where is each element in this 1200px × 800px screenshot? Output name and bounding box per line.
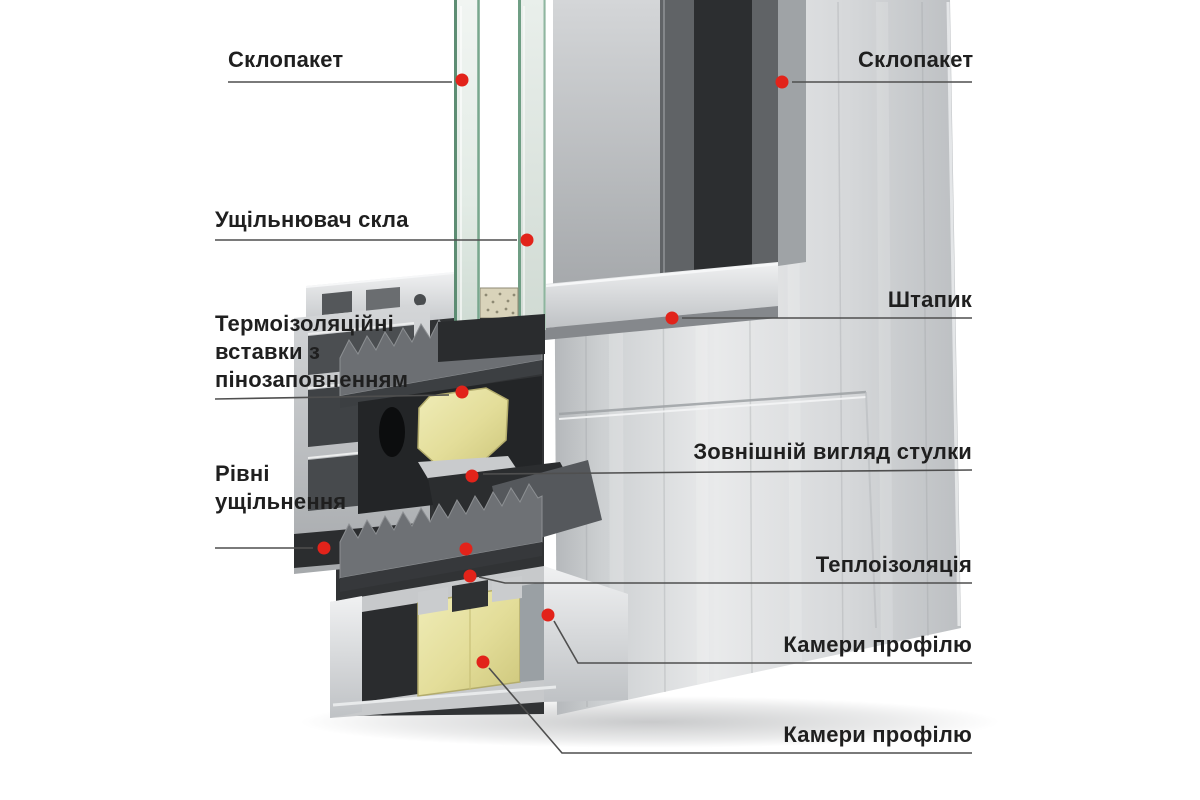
marker-seal-level-left <box>317 541 331 555</box>
profile-render <box>294 0 1000 748</box>
label-sklopaket-right: Склопакет <box>858 47 974 72</box>
leader-termo-vstavky <box>214 394 450 400</box>
bottom-chamber-dark <box>362 603 418 702</box>
label-termo-vstavky: Термоізоляційні вставки з пінозаповнення… <box>215 311 409 392</box>
frame-reveal-edge <box>778 0 806 266</box>
label-sklopaket-left: Склопакет <box>228 47 344 72</box>
label-kamery-profilyu-1: Камери профілю <box>783 632 972 657</box>
marker-foam-insert-top <box>455 385 469 399</box>
euro-groove-slot <box>379 407 405 457</box>
glass-pane-front <box>454 0 480 340</box>
marker-glazing-left <box>455 73 469 87</box>
bottom-tab <box>492 576 522 602</box>
glazing-bead-under-edge <box>545 306 778 340</box>
frame-gasket-band <box>694 0 752 272</box>
bottom-gasket-tab <box>452 580 488 612</box>
bottom-frame-cut <box>330 566 628 718</box>
marker-seal-level-center <box>459 542 473 556</box>
label-teploizolyatsiya: Теплоізоляція <box>815 552 972 577</box>
bottom-left-wall <box>330 596 362 718</box>
glass-seat-gasket <box>438 314 545 362</box>
spacer-desiccant-dots <box>484 292 516 315</box>
marker-glazing-right <box>775 75 789 89</box>
leader-kamery-2 <box>488 667 972 754</box>
sash-outline-groove <box>558 1 961 629</box>
frame-bottom-flange <box>544 566 628 702</box>
marker-dots <box>317 73 789 669</box>
label-zovnishniy-vyglyad-stulky: Зовнішній вигляд стулки <box>693 439 972 464</box>
chamber-slot <box>322 291 352 315</box>
bottom-right-wall <box>520 582 544 682</box>
screw-channel <box>414 294 426 306</box>
marker-sash-center <box>465 469 479 483</box>
marker-profile-chamber-upper <box>541 608 555 622</box>
marker-profile-chamber-lower <box>476 655 490 669</box>
glazing-bead-highlight <box>544 262 779 288</box>
marker-glass-seal <box>520 233 534 247</box>
sash-side-face <box>553 0 660 285</box>
glass-pane-back <box>518 0 546 332</box>
leader-kamery-1 <box>553 620 972 664</box>
bottom-tab <box>418 587 448 615</box>
label-rivni-ushchilnennya: Рівні ущільнення <box>215 461 347 514</box>
label-kamery-profilyu-2: Камери профілю <box>783 722 972 747</box>
label-shtapyk: Штапик <box>887 287 972 312</box>
marker-glazing-bead <box>665 311 679 325</box>
marker-thermal-insulation <box>463 569 477 583</box>
label-ushchilnyuvach-skla: Ущільнювач скла <box>215 207 409 232</box>
thermal-break-underside <box>340 542 542 592</box>
chamber-slot <box>366 287 400 313</box>
glazing-unit <box>438 0 546 362</box>
leader-zovnishniy-vyglyad <box>482 469 973 475</box>
leader-teploizolyatsiya <box>478 576 972 584</box>
leader-lines <box>214 81 973 754</box>
thermal-break-serrated-bottom <box>339 482 543 579</box>
